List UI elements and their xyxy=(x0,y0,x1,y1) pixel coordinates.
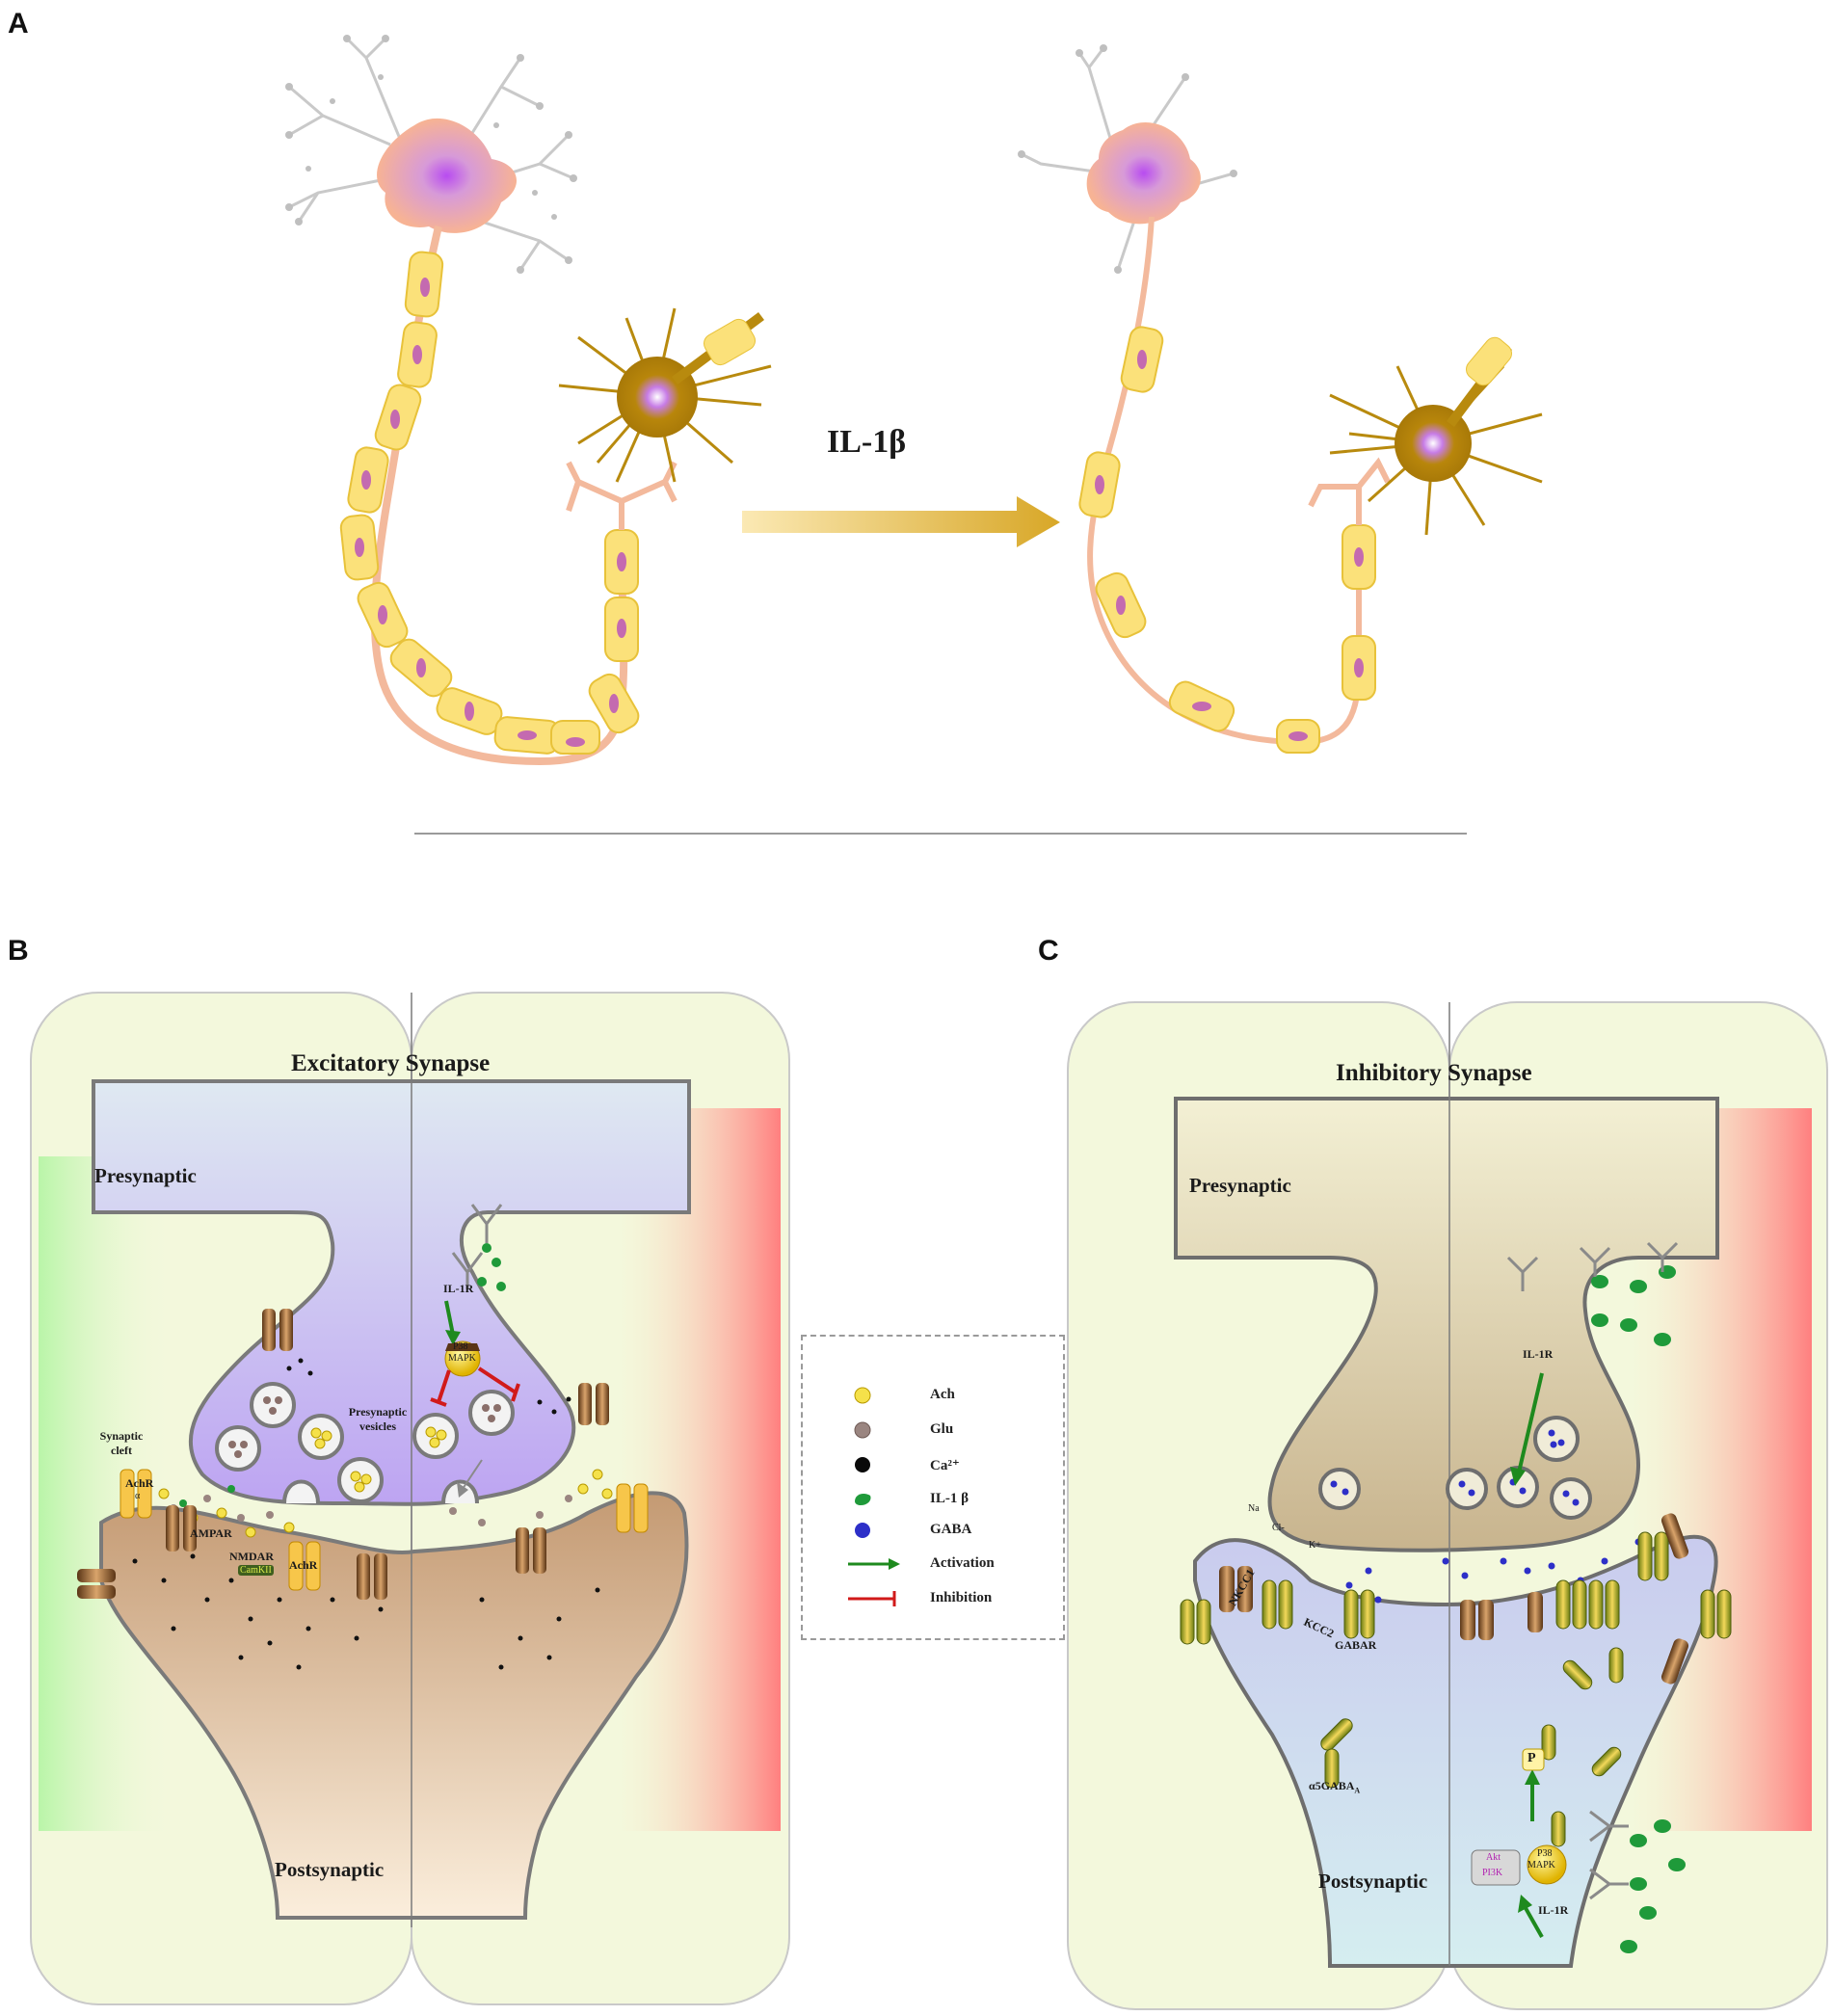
c-cl-label: Cl- xyxy=(1272,1523,1285,1533)
legend-label-calcium: Ca²⁺ xyxy=(930,1458,960,1473)
b-il1r xyxy=(451,1204,503,1289)
b-alpha-label-1: α xyxy=(135,1491,141,1501)
b-inhibition-bars xyxy=(430,1366,520,1407)
c-gabaa-receptors xyxy=(1180,1531,1732,1847)
gaba-dot-icon xyxy=(855,1523,870,1538)
b-camkii-label: CamKII xyxy=(238,1565,274,1576)
b-postsynaptic-terminal xyxy=(99,1491,689,1920)
b-mapk-label: MAPK xyxy=(448,1353,476,1364)
panel-a-illustration xyxy=(285,35,1543,835)
panel-letter-b: B xyxy=(8,935,29,967)
c-a5gabaa-sub: A xyxy=(1354,1786,1361,1795)
b-vesicles xyxy=(215,1382,515,1503)
right-target-dendrite xyxy=(1308,457,1391,525)
glu-dot-icon xyxy=(854,1421,871,1439)
legend-label-il1b: IL-1 β xyxy=(930,1491,969,1506)
legend-item-il1b: IL-1 β xyxy=(803,1486,1063,1515)
ach-dot-icon xyxy=(854,1387,871,1404)
b-presynaptic-label: Presynaptic xyxy=(94,1164,197,1187)
b-calcium-dots xyxy=(132,1358,600,1670)
left-neuron-spines xyxy=(285,35,577,274)
b-presynaptic-terminal xyxy=(92,1079,691,1506)
il1b-arrow xyxy=(742,496,1060,547)
c-presynaptic-terminal xyxy=(1174,1097,1719,1552)
c-presynaptic-label: Presynaptic xyxy=(1189,1174,1291,1197)
b-il1r-label: IL-1R xyxy=(443,1282,474,1295)
c-il1r xyxy=(1506,1241,1679,1900)
panel-letter-a: A xyxy=(8,8,29,40)
c-il1r-top-label: IL-1R xyxy=(1523,1347,1554,1361)
panel-c-illustration xyxy=(1067,1001,1828,2010)
c-il1r-bottom-label: IL-1R xyxy=(1538,1903,1569,1917)
c-a5gabaa-text: α5GABA xyxy=(1309,1779,1355,1792)
b-ampar-label: AMPAR xyxy=(190,1526,232,1540)
panel-b-illustration xyxy=(30,992,790,2005)
b-p38-label: P38 xyxy=(453,1341,468,1352)
c-vesicles xyxy=(1318,1416,1592,1520)
legend-item-calcium: Ca²⁺ xyxy=(803,1451,1063,1480)
c-p38-label: P38 xyxy=(1537,1848,1553,1859)
legend-item-gaba: GABA xyxy=(803,1517,1063,1546)
legend-item-activation: Activation xyxy=(803,1551,1063,1579)
right-neuron-dendrites xyxy=(1021,47,1235,271)
legend: Ach Glu Ca²⁺ IL-1 β GABA Activation Inhi… xyxy=(801,1335,1065,1640)
c-postsynaptic-label: Postsynaptic xyxy=(1318,1870,1428,1893)
c-a5gabaa-label: α5GABAA xyxy=(1309,1779,1360,1794)
legend-label-glu: Glu xyxy=(930,1421,954,1437)
legend-item-glu: Glu xyxy=(803,1417,1063,1446)
b-postsynaptic-label: Postsynaptic xyxy=(275,1858,385,1881)
il1b-blob-icon xyxy=(855,1494,871,1505)
calcium-dot-icon xyxy=(855,1457,870,1472)
legend-label-ach: Ach xyxy=(930,1387,955,1402)
b-channels xyxy=(77,1309,609,1600)
b-synaptic-cleft-label: Synaptic cleft xyxy=(99,1429,144,1457)
legend-item-inhibition: Inhibition xyxy=(803,1585,1063,1614)
il1b-arrow-label: IL-1β xyxy=(827,424,907,460)
panel-letter-c: C xyxy=(1038,935,1059,967)
left-neuron-dendrites xyxy=(288,37,574,271)
inhibitory-synapse-title: Inhibitory Synapse xyxy=(1336,1060,1532,1086)
right-neuron-axon xyxy=(1087,216,1362,746)
excitatory-synapse-title: Excitatory Synapse xyxy=(291,1050,491,1076)
left-neuron-nuclei xyxy=(355,278,626,747)
right-neuron-soma xyxy=(1086,121,1201,225)
legend-label-activation: Activation xyxy=(930,1555,995,1571)
legend-label-inhibition: Inhibition xyxy=(930,1590,993,1605)
b-activation-arrow xyxy=(444,1300,455,1336)
b-nmdar-label: NMDAR xyxy=(229,1550,274,1563)
left-target-dendrite xyxy=(566,461,677,530)
left-neuron-soma xyxy=(377,118,518,233)
c-k-label: K+ xyxy=(1309,1540,1321,1551)
inhibition-tbar-icon xyxy=(848,1591,896,1606)
c-akt-label: Akt xyxy=(1486,1852,1501,1863)
legend-label-gaba: GABA xyxy=(930,1522,972,1537)
b-il1b-particles xyxy=(179,1243,506,1507)
c-p-label: P xyxy=(1528,1751,1536,1765)
c-activation-arrow-1 xyxy=(1517,1372,1544,1473)
c-na-label: Na xyxy=(1248,1503,1260,1514)
c-mapk-label: MAPK xyxy=(1528,1860,1555,1870)
b-achr-receptors xyxy=(120,1469,649,1591)
b-achr-label-1: AchR xyxy=(125,1476,154,1490)
activation-arrow-icon xyxy=(848,1558,900,1570)
c-il1b-particles xyxy=(1591,1265,1686,1953)
c-pi3k-label: PI3K xyxy=(1482,1868,1503,1878)
legend-item-ach: Ach xyxy=(803,1382,1063,1411)
c-cotransporters xyxy=(1219,1513,1689,1684)
b-achr-label-2: AchR xyxy=(289,1558,318,1572)
c-gabar-label: GABAR xyxy=(1335,1638,1377,1652)
b-presynaptic-vesicles-label: Presynaptic vesicles xyxy=(348,1405,408,1433)
